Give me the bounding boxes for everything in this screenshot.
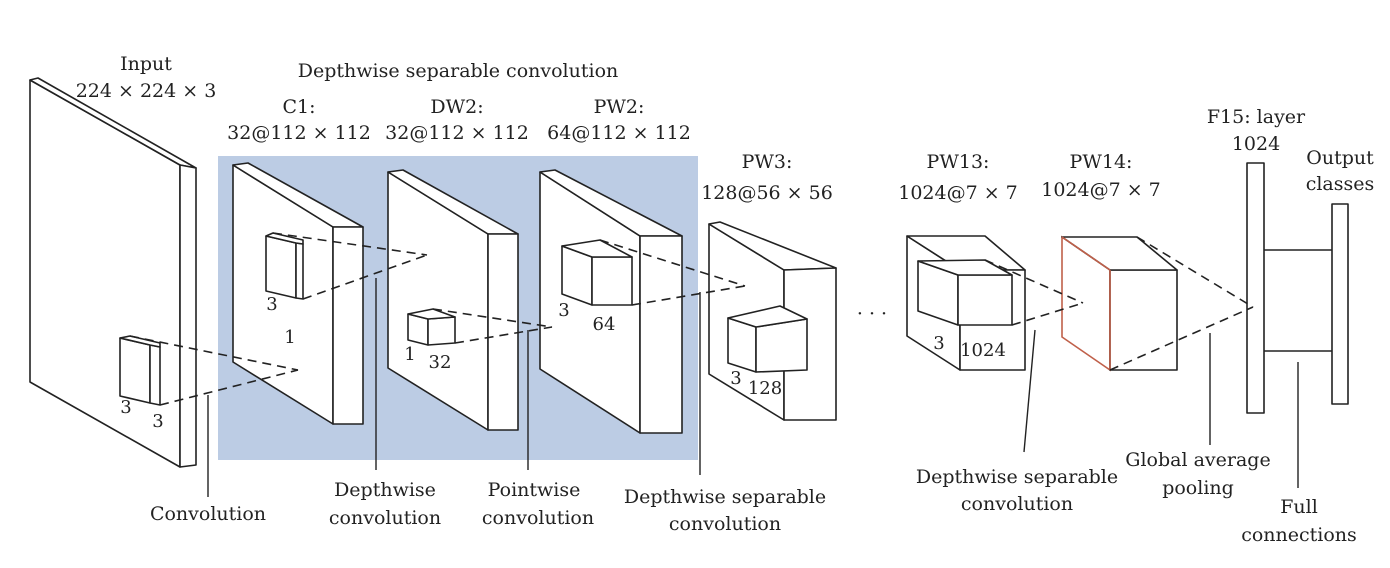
pw3-kernel-height: 3	[730, 368, 741, 389]
pw13-kernel-height: 3	[933, 333, 944, 354]
c1-volume	[232, 162, 364, 425]
dw2-name: DW2:	[430, 96, 483, 118]
caption-pointwise-line2: convolution	[482, 507, 594, 529]
caption-depthwise-line2: convolution	[329, 507, 441, 529]
caption-depthwise-line1: Depthwise	[334, 479, 436, 501]
dw2-volume	[387, 169, 519, 431]
input-size: 224 × 224 × 3	[76, 80, 217, 102]
c1-name: C1:	[282, 96, 315, 118]
pw13-kernel-depth: 1024	[960, 340, 1006, 361]
pw3-kernel-depth: 128	[748, 378, 782, 399]
pw14-name: PW14:	[1070, 151, 1133, 173]
output-label-line1: Output	[1306, 147, 1374, 169]
ellipsis: · · ·	[857, 303, 887, 325]
input-volume	[29, 77, 197, 468]
dw2-kernel	[407, 308, 456, 346]
caption-dsc-a-line1: Depthwise separable	[624, 486, 826, 508]
f15-size: 1024	[1232, 133, 1280, 155]
input-title: Input	[120, 53, 172, 75]
pw14-volume	[1061, 235, 1178, 372]
group-title: Depthwise separable convolution	[298, 60, 619, 82]
caption-dsc-b-line2: convolution	[961, 493, 1073, 515]
f15-name: F15: layer	[1207, 106, 1306, 128]
input-kernel-width: 3	[152, 411, 163, 432]
pw13-name: PW13:	[927, 151, 990, 173]
c1-kernel	[265, 232, 304, 300]
caption-fc-line2: connections	[1241, 524, 1357, 546]
caption-dsc-b-line1: Depthwise separable	[916, 466, 1118, 488]
dw2-kernel-depth: 32	[429, 352, 452, 373]
pw3-kernel	[727, 305, 808, 373]
caption-leaders	[207, 278, 1299, 497]
f15-fc-layer	[1246, 162, 1265, 414]
pw14-size: 1024@7 × 7	[1041, 179, 1161, 201]
caption-gap-line1: Global average	[1125, 449, 1270, 471]
c1-size: 32@112 × 112	[227, 122, 371, 144]
pw2-name: PW2:	[594, 96, 645, 118]
caption-gap-line2: pooling	[1162, 477, 1234, 499]
pw3-size: 128@56 × 56	[701, 182, 833, 204]
pw3-name: PW3:	[742, 151, 793, 173]
receptive-field-lines	[129, 232, 1254, 406]
c1-kernel-depth: 1	[284, 327, 295, 348]
output-label-line2: classes	[1306, 173, 1375, 195]
pw2-size: 64@112 × 112	[547, 122, 691, 144]
pw2-kernel-depth: 64	[593, 314, 616, 335]
pw13-size: 1024@7 × 7	[898, 182, 1018, 204]
input-kernel	[119, 335, 161, 406]
caption-pointwise-line1: Pointwise	[488, 479, 581, 501]
dw2-kernel-height: 1	[404, 344, 415, 365]
input-kernel-height: 3	[120, 397, 131, 418]
pw13-kernel	[917, 259, 1013, 326]
pw2-kernel	[561, 239, 633, 306]
caption-fc-line1: Full	[1280, 496, 1318, 518]
pw2-kernel-height: 3	[558, 300, 569, 321]
caption-dsc-a-line2: convolution	[669, 513, 781, 535]
caption-convolution: Convolution	[150, 503, 266, 525]
output-classes-layer	[1331, 203, 1349, 405]
c1-kernel-height: 3	[266, 294, 277, 315]
dw2-size: 32@112 × 112	[385, 122, 529, 144]
